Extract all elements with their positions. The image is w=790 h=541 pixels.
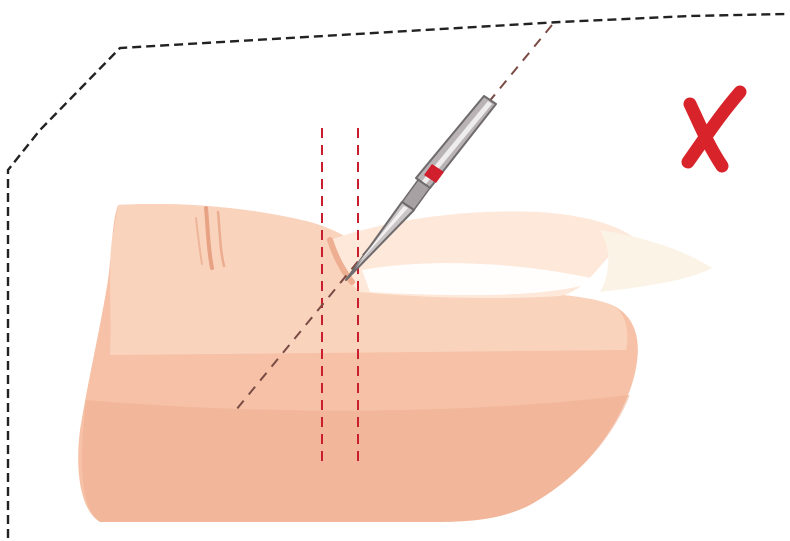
- nail-drill-diagram: [0, 0, 790, 541]
